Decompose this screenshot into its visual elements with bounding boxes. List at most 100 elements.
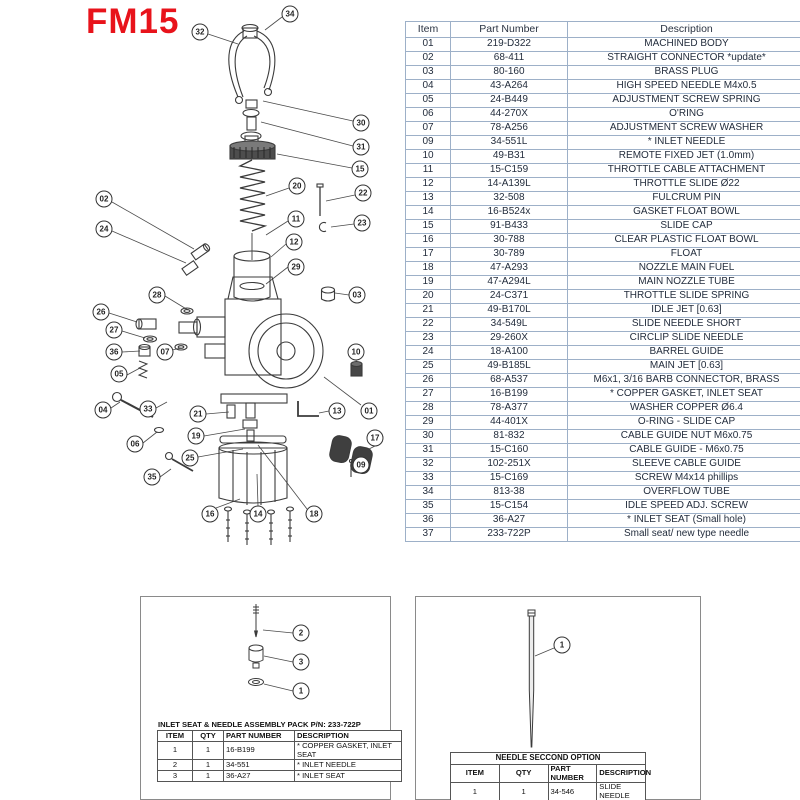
part-description: SLIDE NEEDLE SHORT — [567, 317, 800, 332]
column-header-qty: QTY — [498, 763, 549, 784]
part-row: 06 44-270X O'RING — [405, 107, 800, 122]
needle-option-header-row: ITEM QTY PART NUMBER DESCRIPTION — [450, 763, 651, 784]
page-title: FM15 — [86, 2, 180, 41]
part-item-number: 33 — [405, 471, 451, 486]
part-item-number: 15 — [405, 219, 451, 234]
assembly-item: 3 — [157, 770, 193, 783]
assembly-part-number: 34-551 — [223, 759, 295, 772]
part-description: O-RING - SLIDE CAP — [567, 415, 800, 430]
part-item-number: 26 — [405, 373, 451, 388]
part-item-number: 29 — [405, 415, 451, 430]
part-row: 28 78-A377 WASHER COPPER Ø6.4 — [405, 401, 800, 416]
part-description: GASKET FLOAT BOWL — [567, 205, 800, 220]
part-row: 22 34-549L SLIDE NEEDLE SHORT — [405, 317, 800, 332]
part-description: SCREW M4x14 phillips — [567, 471, 800, 486]
part-description: HIGH SPEED NEEDLE M4x0.5 — [567, 79, 800, 94]
assembly-part-number: 36-A27 — [223, 770, 295, 783]
part-number: 34-549L — [450, 317, 568, 332]
part-number: 15-C159 — [450, 163, 568, 178]
part-item-number: 09 — [405, 135, 451, 150]
part-number: 81-832 — [450, 429, 568, 444]
part-description: * COPPER GASKET, INLET SEAT — [567, 387, 800, 402]
part-number: 233-722P — [450, 527, 568, 542]
part-number: 102-251X — [450, 457, 568, 472]
part-item-number: 18 — [405, 261, 451, 276]
column-header-qty: QTY — [192, 730, 224, 742]
part-item-number: 32 — [405, 457, 451, 472]
part-number: 32-508 — [450, 191, 568, 206]
part-row: 37 233-722P Small seat/ new type needle — [405, 527, 800, 542]
part-row: 19 47-A294L MAIN NOZZLE TUBE — [405, 275, 800, 290]
inlet-assembly-header-row: ITEM QTY PART NUMBER DESCRIPTION — [157, 730, 402, 742]
part-number: 49-B170L — [450, 303, 568, 318]
column-header-part-number: PART NUMBER — [223, 730, 295, 742]
inlet-assembly-title: INLET SEAT & NEEDLE ASSEMBLY PACK P/N: 2… — [158, 720, 361, 729]
part-row: 14 16-B524x GASKET FLOAT BOWL — [405, 205, 800, 220]
part-description: CLEAR PLASTIC FLOAT BOWL — [567, 233, 800, 248]
needle-option-title: NEEDLE SECCOND OPTION — [450, 752, 646, 765]
part-description: SLIDE CAP — [567, 219, 800, 234]
part-description: BARREL GUIDE — [567, 345, 800, 360]
assembly-description: * INLET SEAT — [294, 770, 402, 783]
part-number: 18-A100 — [450, 345, 568, 360]
part-item-number: 30 — [405, 429, 451, 444]
column-header-item: ITEM — [450, 763, 500, 784]
part-row: 02 68-411 STRAIGHT CONNECTOR *update* — [405, 51, 800, 66]
part-number: 47-A294L — [450, 275, 568, 290]
part-description: FLOAT — [567, 247, 800, 262]
assembly-description: * INLET NEEDLE — [294, 759, 402, 772]
part-row: 15 91-B433 SLIDE CAP — [405, 219, 800, 234]
part-row: 03 80-160 BRASS PLUG — [405, 65, 800, 80]
column-header-description: DESCRIPTION — [596, 763, 651, 784]
part-description: ADJUSTMENT SCREW WASHER — [567, 121, 800, 136]
part-row: 32 102-251X SLEEVE CABLE GUIDE — [405, 457, 800, 472]
part-item-number: 23 — [405, 331, 451, 346]
part-description: IDLE JET [0.63] — [567, 303, 800, 318]
part-description: STRAIGHT CONNECTOR *update* — [567, 51, 800, 66]
part-number: 15-C154 — [450, 499, 568, 514]
part-item-number: 37 — [405, 527, 451, 542]
part-row: 11 15-C159 THROTTLE CABLE ATTACHMENT — [405, 163, 800, 178]
part-number: 78-A377 — [450, 401, 568, 416]
part-row: 35 15-C154 IDLE SPEED ADJ. SCREW — [405, 499, 800, 514]
part-number: 49-B185L — [450, 359, 568, 374]
part-row: 13 32-508 FULCRUM PIN — [405, 191, 800, 206]
part-item-number: 22 — [405, 317, 451, 332]
column-header-item: Item — [405, 21, 451, 38]
column-header-description: Description — [567, 21, 800, 38]
part-number: 14-A139L — [450, 177, 568, 192]
part-item-number: 25 — [405, 359, 451, 374]
part-row: 04 43-A264 HIGH SPEED NEEDLE M4x0.5 — [405, 79, 800, 94]
assembly-row: 1 1 16-B199 * COPPER GASKET, INLET SEAT — [157, 740, 402, 761]
part-item-number: 34 — [405, 485, 451, 500]
part-row: 34 813-38 OVERFLOW TUBE — [405, 485, 800, 500]
part-number: 80-160 — [450, 65, 568, 80]
needle-option-table: NEEDLE SECCOND OPTION ITEM QTY PART NUMB… — [450, 752, 651, 800]
part-item-number: 36 — [405, 513, 451, 528]
part-description: CIRCLIP SLIDE NEEDLE — [567, 331, 800, 346]
part-number: 36-A27 — [450, 513, 568, 528]
needle-option-row: 1 1 34-546 SLIDE NEEDLE — [450, 782, 646, 800]
part-description: MAIN NOZZLE TUBE — [567, 275, 800, 290]
part-row: 23 29-260X CIRCLIP SLIDE NEEDLE — [405, 331, 800, 346]
part-row: 12 14-A139L THROTTLE SLIDE Ø22 — [405, 177, 800, 192]
part-item-number: 01 — [405, 37, 451, 52]
part-description: WASHER COPPER Ø6.4 — [567, 401, 800, 416]
inlet-assembly-table: ITEM QTY PART NUMBER DESCRIPTION 1 1 16-… — [157, 730, 402, 783]
slide-needle-art — [527, 609, 536, 748]
part-number: 91-B433 — [450, 219, 568, 234]
part-row: 09 34-551L * INLET NEEDLE — [405, 135, 800, 150]
part-description: SLEEVE CABLE GUIDE — [567, 457, 800, 472]
part-number: 68-A537 — [450, 373, 568, 388]
part-number: 78-A256 — [450, 121, 568, 136]
part-number: 29-260X — [450, 331, 568, 346]
parts-table-header-row: Item Part Number Description — [405, 21, 800, 38]
part-number: 44-270X — [450, 107, 568, 122]
part-item-number: 16 — [405, 233, 451, 248]
part-number: 30-789 — [450, 247, 568, 262]
column-header-description: DESCRIPTION — [294, 730, 402, 742]
part-description: THROTTLE SLIDE SPRING — [567, 289, 800, 304]
part-item-number: 10 — [405, 149, 451, 164]
